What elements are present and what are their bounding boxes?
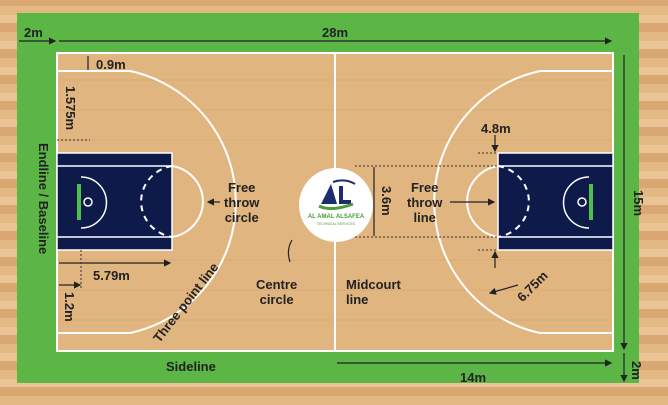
key-right [497,152,614,251]
backboard-left [77,184,81,220]
logo-tagline: TECHNICAL SERVICES [316,222,356,226]
dim-corner-three-length: 1.575m [63,86,78,131]
dim-court-width: 15m [631,190,646,217]
logo-name: AL AMAL ALSAFEA [307,214,365,220]
sideline-label: Sideline [166,359,216,374]
logo-mark-icon [318,179,356,211]
key-left [56,152,173,251]
dim-backboard-basket: 1.2m [62,292,77,322]
dim-lane-width: 4.8m [481,121,511,136]
dim-free-throw-diameter: 3.6m [379,186,394,216]
dim-run-off-bottom: 2m [629,361,644,380]
backboard-right [589,184,593,220]
three-point-line-left [57,70,237,334]
dim-lane-length: 5.79m [93,268,130,283]
dim-corner-three-distance: 0.9m [96,57,126,72]
dim-court-length: 28m [322,25,349,40]
company-logo: AL AMAL ALSAFEA TECHNICAL SERVICES [299,168,373,242]
dim-run-off-left: 2m [24,25,43,40]
three-point-line-right [433,70,613,334]
endline-label: Endline / Baseline [36,143,51,255]
dim-half-length: 14m [460,370,487,385]
